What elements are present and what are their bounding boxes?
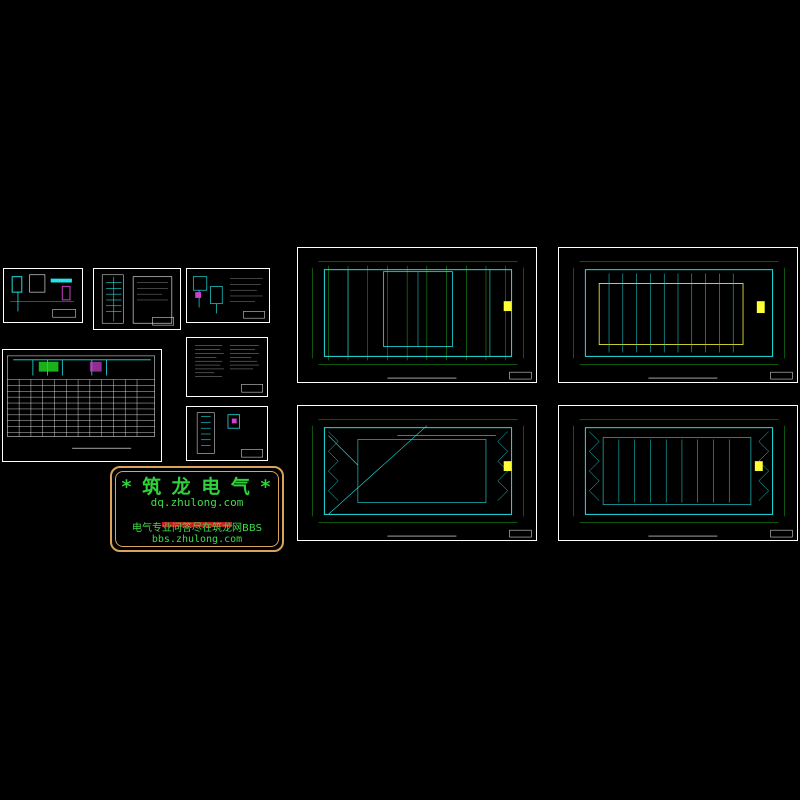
sheet-floor-plan-3[interactable] xyxy=(297,405,537,541)
sheet-detail-2[interactable] xyxy=(93,268,181,330)
watermark-title: * 筑 龙 电 气 * xyxy=(121,476,273,498)
floor-plan-1-drawing xyxy=(312,261,532,380)
distribution-table-drawing xyxy=(7,355,155,449)
sheet-detail-1[interactable] xyxy=(3,268,83,323)
floor-plan-3-drawing xyxy=(312,419,532,538)
detail-1-drawing xyxy=(10,274,77,318)
watermark-url-forum[interactable]: bbs.zhulong.com xyxy=(151,534,243,545)
zhulong-watermark: * 筑 龙 电 气 * dq.zhulong.com 电气专业问答尽在筑龙网BB… xyxy=(110,466,284,552)
sheet-floor-plan-2[interactable] xyxy=(558,247,798,383)
sheet-detail-4[interactable] xyxy=(186,406,268,461)
detail-2-drawing xyxy=(101,274,175,326)
watermark-red-bar xyxy=(112,512,282,527)
floor-plan-2-drawing xyxy=(573,261,793,380)
floor-plan-4-drawing xyxy=(573,419,793,538)
sheet-floor-plan-4[interactable] xyxy=(558,405,798,541)
sheet-notes-1[interactable] xyxy=(186,337,268,397)
detail-4-drawing xyxy=(196,412,263,458)
sheet-detail-3[interactable] xyxy=(186,268,270,323)
watermark-subtitle: 电气专业问答尽在筑龙网BBS xyxy=(132,523,262,534)
watermark-inner-border xyxy=(115,471,279,547)
sheet-floor-plan-1[interactable] xyxy=(297,247,537,383)
sheet-distribution-table[interactable] xyxy=(2,349,162,462)
notes-1-drawing xyxy=(195,345,264,393)
detail-3-drawing xyxy=(192,276,265,319)
watermark-url-primary[interactable]: dq.zhulong.com xyxy=(150,496,244,509)
